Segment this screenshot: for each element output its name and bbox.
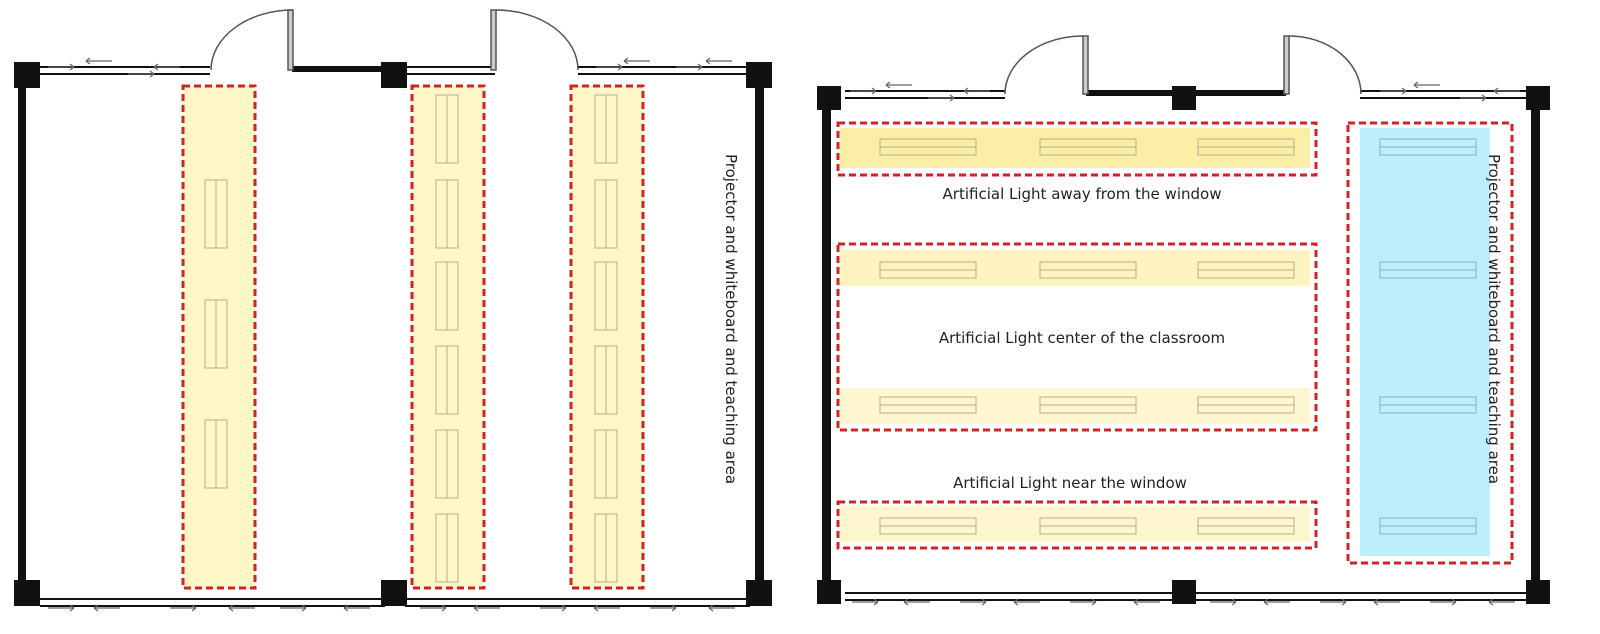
light-fixture-icon (594, 179, 618, 249)
left-zone-2 (410, 84, 486, 590)
light-fixture-icon (879, 517, 977, 535)
zone-center-border (836, 242, 1318, 432)
light-fixture-icon (204, 179, 228, 249)
right-floor-plan: Artificial Light away from the window Ar… (817, 35, 1550, 606)
light-fixture-icon (1039, 138, 1137, 156)
light-fixture-icon (435, 179, 459, 249)
light-fixture-icon (204, 299, 228, 369)
column-icon (14, 62, 40, 88)
left-walls (18, 66, 764, 607)
door-icon (490, 9, 579, 71)
light-fixture-icon (435, 429, 459, 499)
left-floor-plan: Projector and whiteboard and teaching ar… (14, 9, 772, 612)
column-icon (817, 580, 841, 604)
light-fixture-icon (1379, 261, 1477, 279)
sliding-window-arrow-icon (48, 57, 180, 78)
zone-teaching-border (1346, 121, 1514, 565)
zone-center-label: Artificial Light center of the classroom (939, 329, 1225, 347)
left-fixtures (204, 94, 618, 583)
light-fixture-icon (435, 261, 459, 331)
right-doors (1004, 35, 1362, 95)
column-icon (14, 580, 40, 606)
left-zone-1 (181, 84, 257, 590)
left-doors (210, 9, 579, 71)
door-icon (1283, 35, 1362, 95)
light-fixture-icon (594, 261, 618, 331)
light-fixture-icon (594, 345, 618, 415)
door-icon (210, 9, 294, 71)
teaching-area-label-left: Projector and whiteboard and teaching ar… (722, 154, 740, 484)
column-icon (1172, 86, 1196, 110)
sliding-window-arrow-icon (1380, 81, 1520, 102)
right-light-bands (840, 128, 1310, 542)
left-zone-3 (569, 84, 645, 590)
right-columns (817, 86, 1550, 604)
light-fixture-icon (879, 138, 977, 156)
door-icon (1004, 35, 1089, 95)
light-fixture-icon (1197, 517, 1295, 535)
column-icon (746, 580, 772, 606)
column-icon (381, 62, 407, 88)
light-fixture-icon (1039, 396, 1137, 414)
sliding-window-arrow-icon (852, 598, 1515, 606)
zone-near-label: Artificial Light near the window (953, 474, 1187, 492)
sliding-window-arrow-icon (596, 57, 732, 71)
light-fixture-icon (1197, 138, 1295, 156)
right-lighting-zones (836, 121, 1514, 565)
column-icon (1172, 580, 1196, 604)
teaching-light-area (1360, 128, 1490, 556)
left-lighting-zones (181, 84, 645, 590)
light-fixture-icon (594, 429, 618, 499)
sliding-window-arrow-icon (48, 604, 735, 612)
right-fixtures (879, 138, 1295, 535)
light-fixture-icon (594, 94, 618, 164)
light-fixture-icon (1197, 261, 1295, 279)
left-window-arrows (48, 57, 735, 612)
light-fixture-icon (1039, 517, 1137, 535)
light-fixture-icon (1039, 261, 1137, 279)
light-fixture-icon (1379, 396, 1477, 414)
column-icon (817, 86, 841, 110)
teaching-fixtures (1379, 138, 1477, 535)
column-icon (1526, 86, 1550, 110)
light-fixture-icon (594, 513, 618, 583)
light-fixture-icon (435, 94, 459, 164)
light-fixture-icon (879, 396, 977, 414)
left-columns (14, 62, 772, 606)
light-fixture-icon (1379, 517, 1477, 535)
zone-away-label: Artificial Light away from the window (943, 185, 1222, 203)
zone-near-border (836, 500, 1318, 550)
light-fixture-icon (435, 513, 459, 583)
zone-away-border (836, 121, 1318, 177)
light-fixture-icon (204, 419, 228, 489)
column-icon (1526, 580, 1550, 604)
column-icon (381, 580, 407, 606)
right-window-arrows (850, 81, 1520, 606)
light-fixture-icon (1379, 138, 1477, 156)
sliding-window-arrow-icon (850, 81, 990, 102)
light-fixture-icon (435, 345, 459, 415)
teaching-area-label-right: Projector and whiteboard and teaching ar… (1485, 154, 1503, 484)
column-icon (746, 62, 772, 88)
light-fixture-icon (879, 261, 977, 279)
light-fixture-icon (1197, 396, 1295, 414)
